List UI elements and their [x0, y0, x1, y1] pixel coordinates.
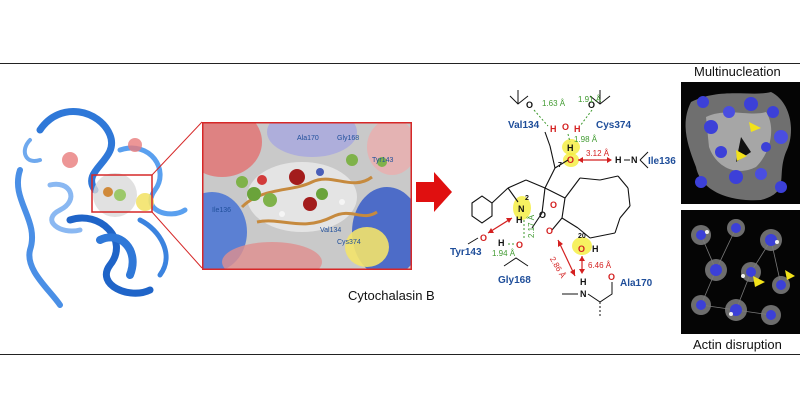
bottom-rule — [0, 354, 800, 355]
interaction-scheme: O O 1.63 Å 1.91 Å Val134 Cys374 H O H 1.… — [450, 90, 676, 318]
closeup-label-cys374: Cys374 — [337, 239, 361, 246]
svg-text:O: O — [539, 210, 546, 220]
top-rule — [0, 63, 800, 64]
distance-label: 2.17 Å — [527, 214, 536, 238]
compound-label: Cytochalasin B — [348, 288, 435, 303]
residue-ala170: Ala170 — [620, 278, 653, 289]
residue-tyr143: Tyr143 — [450, 247, 482, 258]
residue-gly168: Gly168 — [498, 275, 531, 286]
micrograph-multinucleation — [681, 82, 800, 204]
svg-text:O: O — [588, 100, 595, 110]
svg-text:H: H — [516, 215, 523, 225]
svg-text:O: O — [516, 240, 523, 250]
closeup-label-ile136: Ile136 — [212, 207, 231, 214]
micrograph-top-label: Multinucleation — [694, 64, 781, 79]
residue-val134: Val134 — [508, 120, 540, 131]
closeup-label-ala170: Ala170 — [297, 135, 319, 142]
transition-arrow — [416, 172, 452, 212]
distance-label: 1.98 Å — [574, 135, 598, 144]
position-20: 20 — [578, 233, 586, 240]
svg-text:O: O — [578, 244, 585, 254]
zoom-lines — [151, 121, 203, 269]
svg-text:O: O — [546, 226, 553, 236]
distance-label: 3.12 Å — [586, 149, 610, 158]
distance-label: 1.94 Å — [492, 249, 516, 258]
svg-text:O: O — [550, 200, 557, 210]
svg-text:H: H — [615, 155, 622, 165]
residue-cys374: Cys374 — [596, 120, 631, 131]
svg-text:H: H — [550, 124, 557, 134]
svg-text:H: H — [580, 277, 587, 287]
svg-text:N: N — [631, 155, 638, 165]
distance-label: 2.86 Å — [548, 255, 568, 280]
residue-ile136: Ile136 — [648, 156, 676, 167]
micrograph-bottom-label: Actin disruption — [693, 337, 782, 352]
svg-text:O: O — [526, 100, 533, 110]
distance-label: 1.63 Å — [542, 99, 566, 108]
closeup-label-val134: Val134 — [320, 227, 341, 234]
svg-text:O: O — [567, 155, 574, 165]
binding-site-closeup: Ala170 Gly168 Tyr143 Ile136 Val134 Cys37… — [202, 122, 412, 270]
svg-text:H: H — [592, 244, 599, 254]
position-2: 2 — [525, 195, 529, 202]
svg-text:H: H — [498, 238, 505, 248]
svg-text:H: H — [574, 124, 581, 134]
svg-text:N: N — [518, 204, 525, 214]
micrograph-actin-disruption — [681, 210, 800, 334]
closeup-label-tyr143: Tyr143 — [372, 157, 394, 164]
svg-text:H: H — [567, 143, 574, 153]
distance-label: 6.46 Å — [588, 261, 612, 270]
svg-text:N: N — [580, 289, 587, 299]
svg-text:O: O — [562, 122, 569, 132]
closeup-label-gly168: Gly168 — [337, 135, 359, 142]
protein-structure — [15, 108, 188, 308]
svg-text:O: O — [480, 233, 487, 243]
distance-label: 1.91 Å — [578, 95, 602, 104]
svg-text:O: O — [608, 272, 615, 282]
